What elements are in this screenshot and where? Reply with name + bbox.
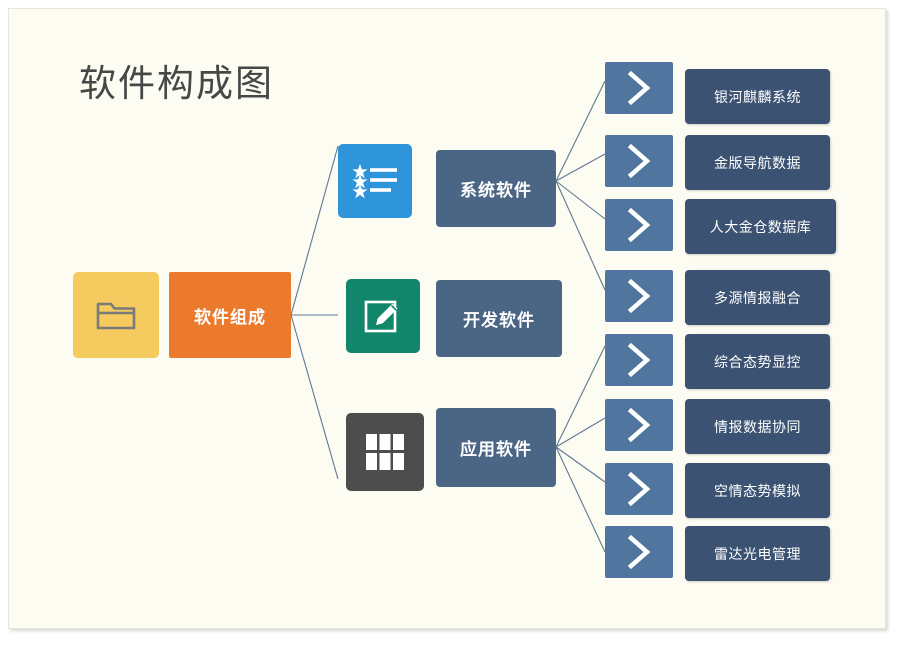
- leaf-chevron-system-2[interactable]: [605, 135, 673, 187]
- folder-icon: [95, 298, 137, 332]
- link-root-system: [290, 145, 339, 316]
- leaf-label-application-1-text: 综合态势显控: [714, 353, 801, 370]
- chevron-right-icon: [627, 70, 651, 106]
- page-title: 软件构成图: [79, 62, 274, 105]
- leaf-chevron-system-1[interactable]: [605, 62, 673, 114]
- link-application-leaf-2: [555, 417, 606, 448]
- leaf-label-system-2[interactable]: 金版导航数据: [685, 135, 830, 190]
- grid-icon: [365, 433, 405, 471]
- branch-label-system-text: 系统软件: [460, 181, 532, 200]
- leaf-label-system-3-text: 人大金仓数据库: [709, 218, 812, 235]
- branch-icon-development[interactable]: [346, 279, 420, 353]
- leaf-label-application-3[interactable]: 空情态势模拟: [685, 463, 830, 518]
- diagram-canvas: 软件构成图: [8, 8, 886, 629]
- root-label-text: 软件组成: [194, 307, 266, 327]
- leaf-label-system-1-text: 银河麒麟系统: [714, 88, 801, 105]
- link-application-leaf-4: [555, 446, 606, 553]
- leaf-label-application-4-text: 雷达光电管理: [714, 545, 801, 562]
- root-icon-tile[interactable]: [73, 272, 159, 358]
- leaf-label-system-2-text: 金版导航数据: [714, 154, 801, 171]
- pencil-square-icon: [362, 295, 404, 337]
- link-application-leaf-3: [555, 446, 606, 483]
- leaf-chevron-application-3[interactable]: [605, 463, 673, 515]
- chevron-right-icon: [627, 471, 651, 507]
- link-application-leaf-1: [555, 345, 606, 448]
- chevron-right-icon: [627, 143, 651, 179]
- leaf-chevron-application-1[interactable]: [605, 334, 673, 386]
- leaf-label-application-1[interactable]: 综合态势显控: [685, 334, 830, 389]
- root-label-box[interactable]: 软件组成: [169, 272, 291, 358]
- leaf-label-application-3-text: 空情态势模拟: [714, 482, 801, 499]
- link-system-leaf-4: [555, 180, 606, 291]
- branch-label-development-text: 开发软件: [463, 311, 535, 330]
- leaf-label-system-3[interactable]: 人大金仓数据库: [685, 199, 836, 254]
- leaf-label-system-4-text: 多源情报融合: [714, 289, 801, 306]
- leaf-chevron-application-4[interactable]: [605, 526, 673, 578]
- leaf-chevron-system-4[interactable]: [605, 270, 673, 322]
- star-list-icon: [352, 162, 398, 200]
- branch-label-application[interactable]: 应用软件: [436, 408, 556, 487]
- link-root-application: [290, 314, 339, 480]
- link-system-leaf-1: [555, 80, 606, 182]
- link-system-leaf-3: [555, 180, 606, 220]
- branch-icon-system[interactable]: [338, 144, 412, 218]
- branch-label-system[interactable]: 系统软件: [436, 150, 556, 227]
- chevron-right-icon: [627, 207, 651, 243]
- leaf-chevron-system-3[interactable]: [605, 199, 673, 251]
- link-system-leaf-2: [555, 153, 606, 182]
- chevron-right-icon: [627, 342, 651, 378]
- leaf-label-application-2[interactable]: 情报数据协同: [685, 399, 830, 454]
- chevron-right-icon: [627, 407, 651, 443]
- leaf-label-system-4[interactable]: 多源情报融合: [685, 270, 830, 325]
- leaf-label-application-2-text: 情报数据协同: [714, 418, 801, 435]
- branch-label-development[interactable]: 开发软件: [436, 280, 562, 357]
- leaf-label-system-1[interactable]: 银河麒麟系统: [685, 69, 830, 124]
- branch-label-application-text: 应用软件: [460, 440, 532, 459]
- chevron-right-icon: [627, 278, 651, 314]
- leaf-label-application-4[interactable]: 雷达光电管理: [685, 526, 830, 581]
- leaf-chevron-application-2[interactable]: [605, 399, 673, 451]
- branch-icon-application[interactable]: [346, 413, 424, 491]
- chevron-right-icon: [627, 534, 651, 570]
